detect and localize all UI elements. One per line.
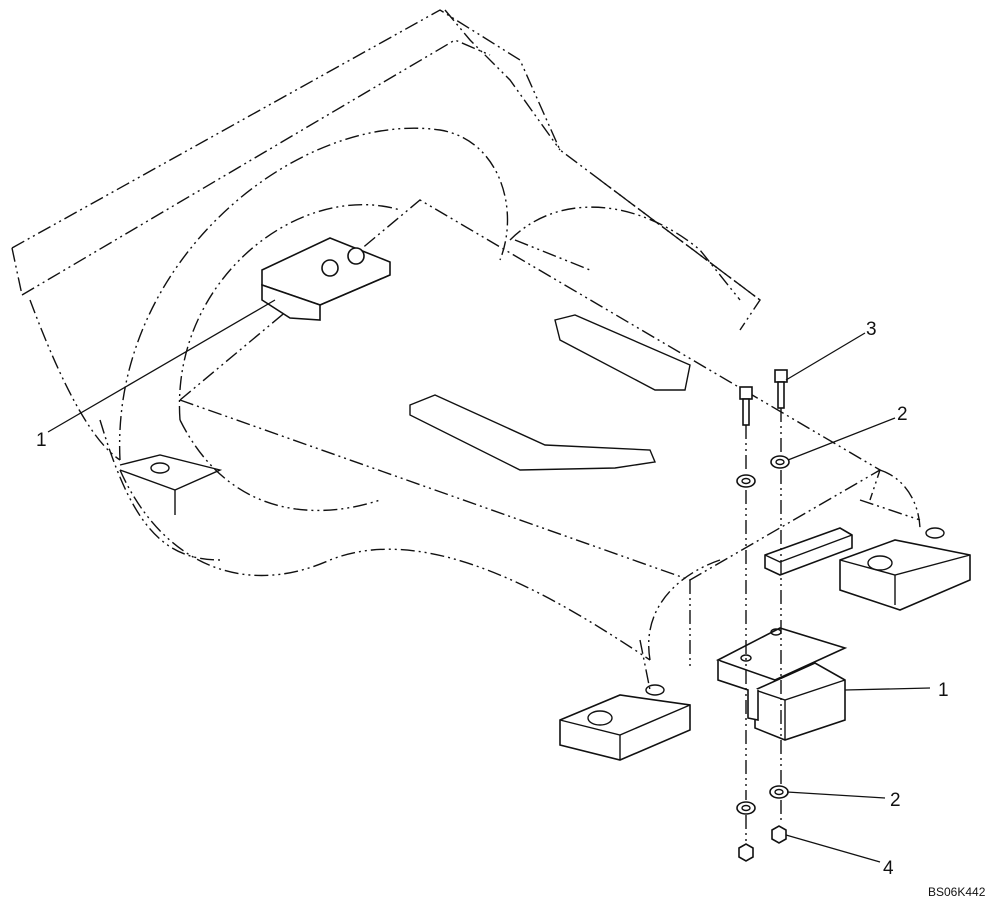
slot-outline-upper	[554, 314, 691, 391]
slot-outline-lower	[409, 394, 656, 471]
callout-3: 3	[866, 319, 877, 340]
bolt-left	[739, 386, 753, 426]
washer-lower-left	[736, 801, 756, 815]
machine-frame-phantom	[11, 9, 921, 691]
fastener-centerlines	[745, 408, 782, 842]
bumper-block-exploded	[715, 627, 848, 741]
mount-pad-left	[119, 454, 223, 515]
figure-code: BS06K442	[928, 885, 986, 899]
washer-upper-left	[736, 474, 756, 488]
nut-left	[738, 843, 754, 862]
mount-pad-right	[839, 527, 971, 611]
nut-right	[771, 825, 787, 844]
callout-1-right: 1	[938, 680, 949, 701]
bumper-block-installed	[261, 237, 391, 321]
callout-1-left: 1	[36, 430, 47, 451]
callout-2-upper: 2	[897, 404, 908, 425]
washer-upper-right	[770, 455, 790, 469]
callout-2-lower: 2	[890, 790, 901, 811]
callout-4: 4	[883, 858, 894, 879]
spacer-bar	[764, 527, 853, 576]
leader-lines	[47, 299, 931, 863]
bolt-right	[774, 369, 788, 409]
washer-lower-right	[769, 785, 789, 799]
mount-pad-front	[559, 684, 691, 761]
